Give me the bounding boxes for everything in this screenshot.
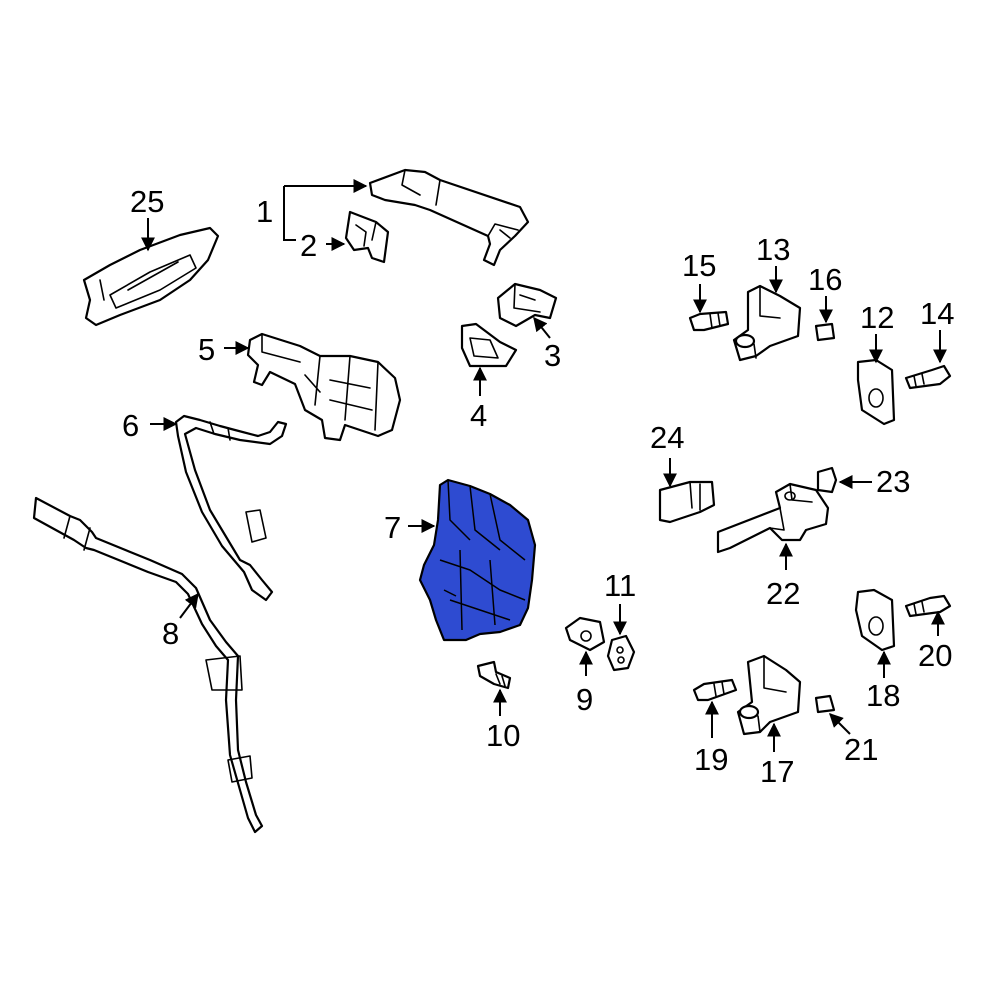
part-9-striker[interactable] xyxy=(564,616,606,652)
callout-17: 17 xyxy=(760,754,794,789)
callout-15: 15 xyxy=(682,248,716,283)
callout-9: 9 xyxy=(576,682,593,717)
part-1-outside-handle[interactable] xyxy=(368,168,530,267)
part-15-bolt[interactable] xyxy=(688,310,730,332)
callout-19: 19 xyxy=(694,742,728,777)
callout-3: 3 xyxy=(544,338,561,373)
part-23-bolt[interactable] xyxy=(816,466,838,494)
callout-4: 4 xyxy=(470,398,487,433)
part-14-bolt[interactable] xyxy=(904,364,952,390)
callout-20: 20 xyxy=(918,638,952,673)
part-8-cable[interactable] xyxy=(32,496,264,834)
part-6-cable[interactable] xyxy=(174,414,288,602)
part-13-upper-hinge[interactable] xyxy=(732,284,802,362)
callout-8: 8 xyxy=(162,616,179,651)
callout-13: 13 xyxy=(756,232,790,267)
part-3-bezel[interactable] xyxy=(496,282,558,328)
callout-7: 7 xyxy=(384,510,401,545)
leader-lines xyxy=(141,179,947,752)
part-5-reinforcement[interactable] xyxy=(246,332,402,442)
callout-12: 12 xyxy=(860,300,894,335)
callout-23: 23 xyxy=(876,464,910,499)
part-20-bolt[interactable] xyxy=(904,594,952,618)
part-18-hinge-plate[interactable] xyxy=(854,588,896,652)
callout-22: 22 xyxy=(766,576,800,611)
callout-18: 18 xyxy=(866,678,900,713)
part-19-bolt[interactable] xyxy=(692,678,738,702)
part-4-cover[interactable] xyxy=(460,322,518,368)
callout-5: 5 xyxy=(198,332,215,367)
callout-21: 21 xyxy=(844,732,878,767)
part-12-hinge-plate[interactable] xyxy=(856,358,896,426)
callout-14: 14 xyxy=(920,296,954,331)
part-22-door-check[interactable] xyxy=(716,482,830,554)
part-7-door-latch[interactable] xyxy=(418,478,537,642)
part-2-handle-bracket[interactable] xyxy=(344,210,390,264)
part-17-lower-hinge[interactable] xyxy=(736,654,802,736)
callout-10: 10 xyxy=(486,718,520,753)
part-25-inside-handle[interactable] xyxy=(82,226,220,327)
callout-11: 11 xyxy=(604,568,636,603)
part-11-shim[interactable] xyxy=(606,634,636,672)
callout-1: 1 xyxy=(256,194,273,229)
callout-25: 25 xyxy=(130,184,164,219)
part-24-bracket[interactable] xyxy=(658,480,716,524)
callout-labels: 1 2 3 4 5 6 7 8 9 10 11 12 13 14 15 16 1… xyxy=(122,184,954,789)
part-16-bushing[interactable] xyxy=(814,322,836,342)
part-10-screw[interactable] xyxy=(476,660,512,690)
callout-16: 16 xyxy=(808,262,842,297)
callout-2: 2 xyxy=(300,228,317,263)
callout-6: 6 xyxy=(122,408,139,443)
callout-24: 24 xyxy=(650,420,684,455)
part-21-bushing[interactable] xyxy=(814,694,836,714)
